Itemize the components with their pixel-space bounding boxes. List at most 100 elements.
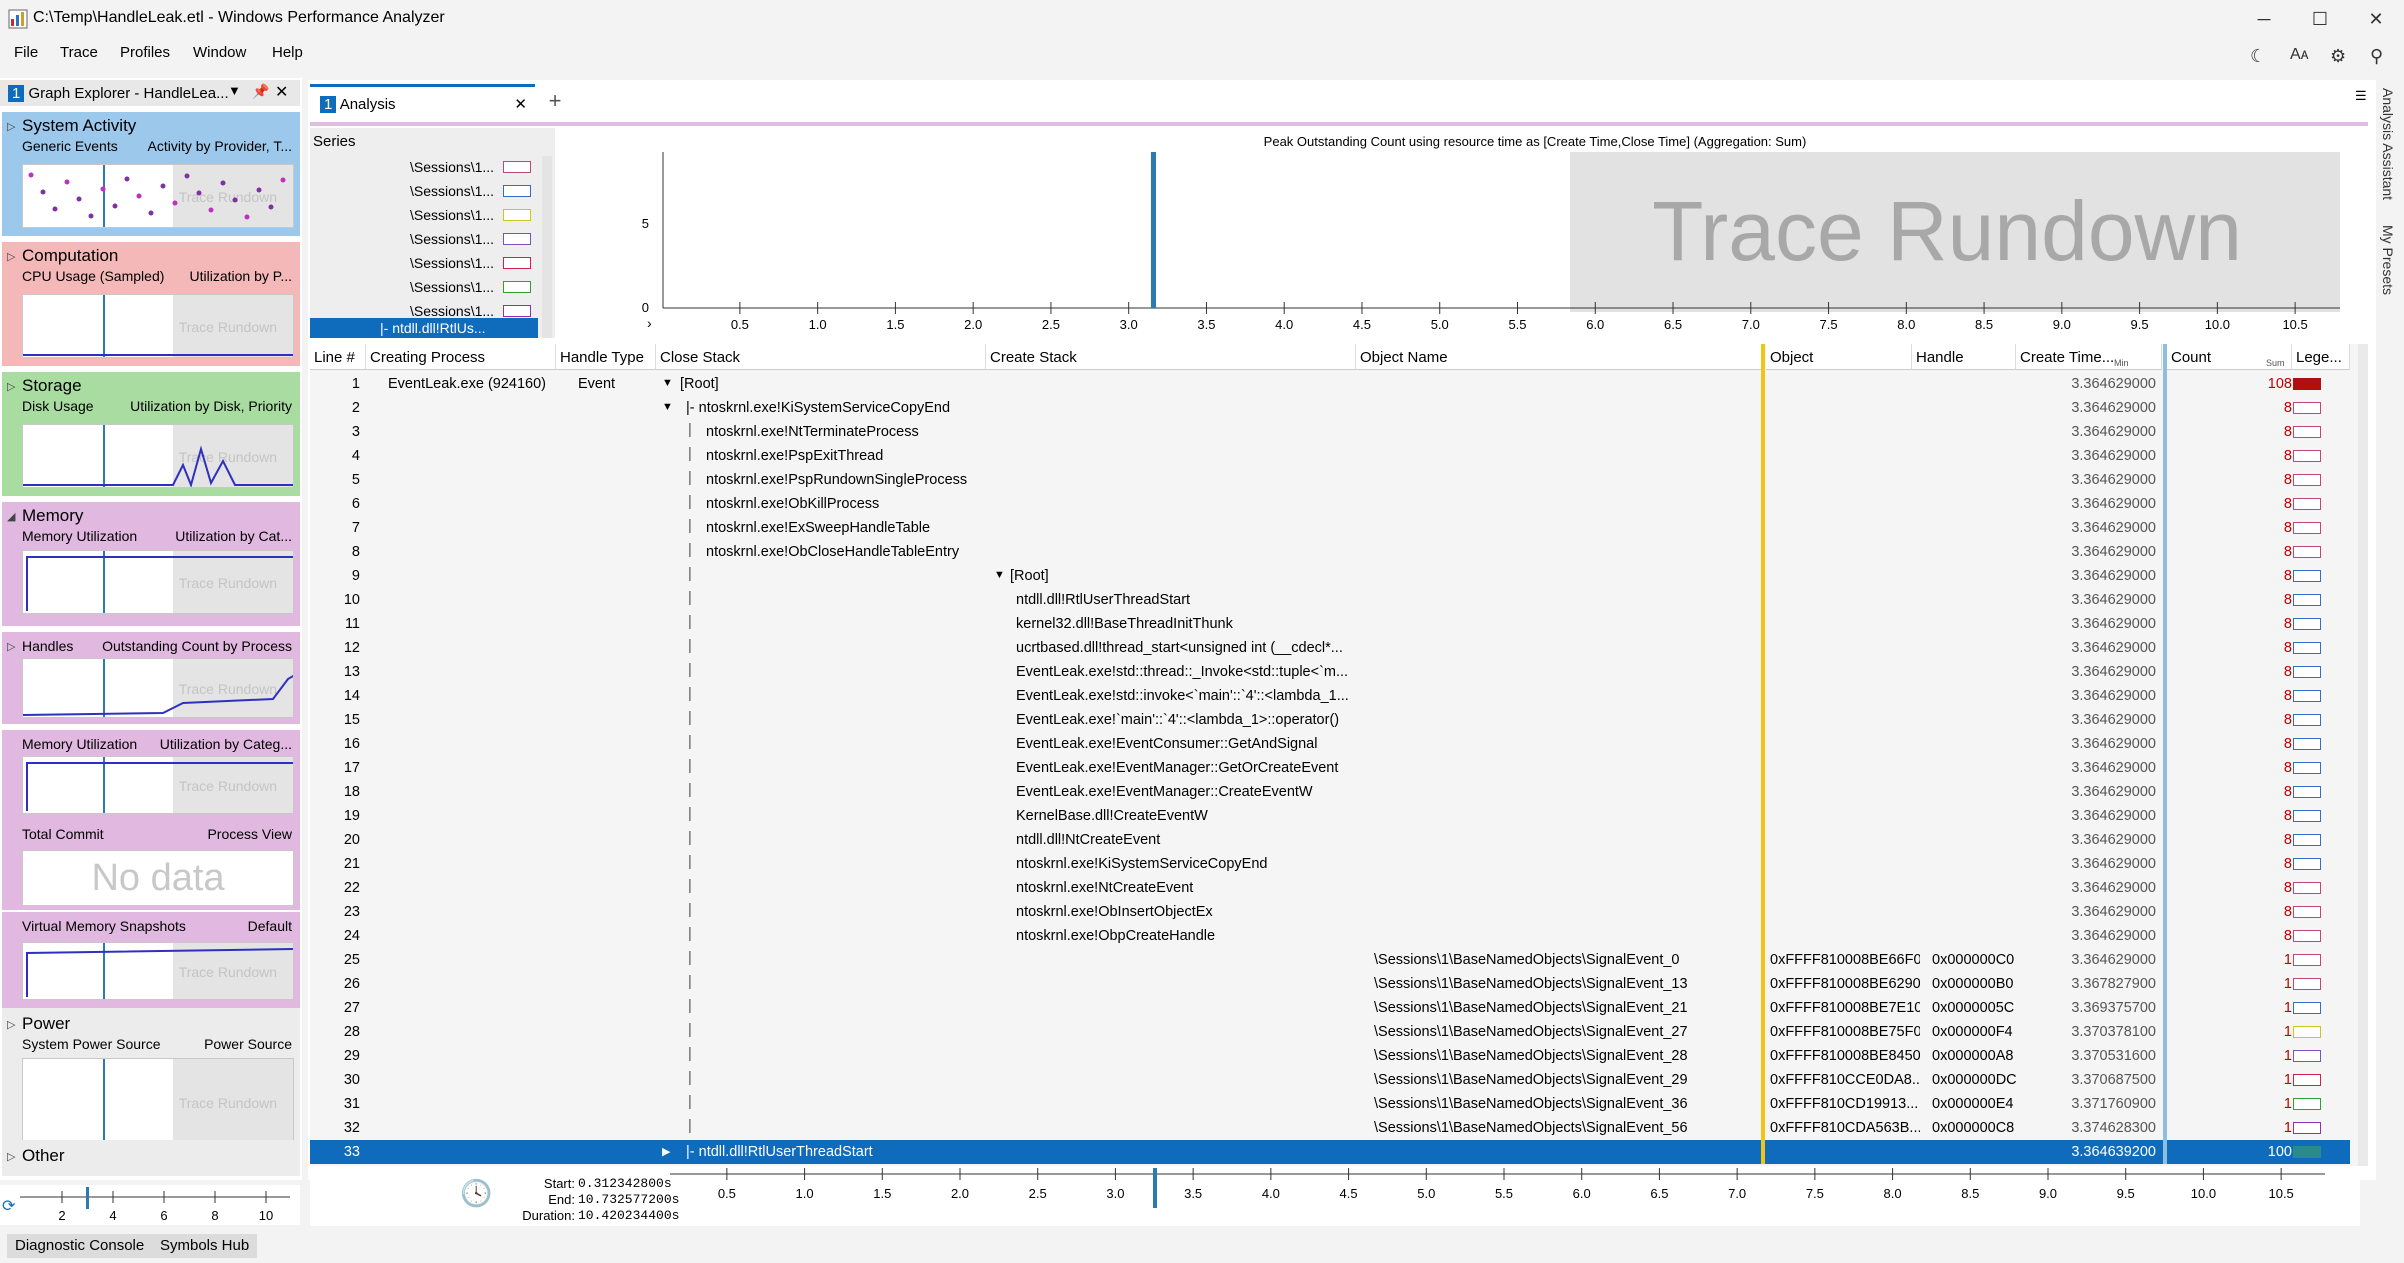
grouping-divider[interactable] [1761,344,1765,1164]
graph-thumbnail[interactable]: Trace Rundown [22,942,294,1000]
collapse-caret-icon[interactable]: ▼ [994,569,1005,581]
time-cursor[interactable] [1151,152,1156,308]
column-header[interactable]: Create Stack [986,344,1356,370]
series-item[interactable]: \Sessions\1... [310,156,540,178]
column-header[interactable]: Handle [1912,344,2016,370]
column-header[interactable]: Object Name [1356,344,1762,370]
maximize-button[interactable]: ☐ [2311,8,2329,29]
expand-triangle-icon[interactable]: ▷ [7,381,16,393]
series-item[interactable]: \Sessions\1... [310,300,540,322]
category-title[interactable]: Other [22,1146,65,1165]
close-button[interactable]: ✕ [2368,8,2384,29]
category-title[interactable]: Storage [22,376,82,395]
column-header[interactable]: Creating Process [366,344,556,370]
column-header[interactable]: Create Time... [2016,344,2162,370]
table-row[interactable]: 30\Sessions\1\BaseNamedObjects\SignalEve… [310,1068,2350,1092]
series-item[interactable]: \Sessions\1... [310,276,540,298]
column-header[interactable]: Count [2167,344,2292,370]
series-item[interactable]: \Sessions\1... [310,228,540,250]
graph-thumbnail[interactable]: No data [22,850,294,906]
analysis-assistant-tab[interactable]: Analysis Assistant [2380,88,2396,201]
font-size-icon[interactable]: Aᴀ [2290,46,2309,63]
menu-help[interactable]: Help [272,44,303,61]
table-row[interactable]: 26\Sessions\1\BaseNamedObjects\SignalEve… [310,972,2350,996]
tab-close-icon[interactable]: ✕ [514,96,527,113]
diagnostic-console-button[interactable]: Diagnostic Console [7,1234,153,1258]
table-row[interactable]: 28\Sessions\1\BaseNamedObjects\SignalEve… [310,1020,2350,1044]
menu-trace[interactable]: Trace [60,44,98,61]
series-scrollbar[interactable] [542,156,552,338]
table-row[interactable]: 29\Sessions\1\BaseNamedObjects\SignalEve… [310,1044,2350,1068]
table-scrollbar[interactable] [2358,344,2368,1166]
my-presets-tab[interactable]: My Presets [2380,225,2396,296]
plugin-icon[interactable]: ⚲ [2370,46,2384,66]
table-row[interactable]: 27\Sessions\1\BaseNamedObjects\SignalEve… [310,996,2350,1020]
graph-thumbnail[interactable]: Trace Rundown [22,294,294,358]
tab-analysis[interactable]: 1 Analysis ✕ [310,84,535,122]
graph-thumbnail[interactable]: Trace Rundown [22,550,294,614]
column-header[interactable]: Object [1766,344,1912,370]
column-header[interactable]: Lege... [2292,344,2350,370]
graph-thumbnail[interactable]: Trace Rundown [22,756,294,814]
graphing-divider[interactable] [2163,344,2167,1164]
overflow-menu-icon[interactable]: ☰ [2355,88,2367,103]
series-item[interactable]: \Sessions\1... [310,252,540,274]
table-row[interactable]: 31\Sessions\1\BaseNamedObjects\SignalEve… [310,1092,2350,1116]
menu-file[interactable]: File [14,44,39,61]
graph-category-9[interactable]: Other ▷ [2,1140,300,1176]
expand-triangle-icon[interactable]: ◢ [7,511,16,523]
graph-thumbnail[interactable]: Trace Rundown [22,1058,294,1146]
menu-window[interactable]: Window [193,44,247,61]
symbols-hub-button[interactable]: Symbols Hub [152,1234,258,1258]
series-item[interactable]: \Sessions\1... [310,180,540,202]
table-row[interactable]: 25\Sessions\1\BaseNamedObjects\SignalEve… [310,948,2350,972]
graph-thumbnail[interactable]: Trace Rundown [22,424,294,488]
expand-triangle-icon[interactable]: ▷ [7,1151,16,1163]
graph-thumbnail[interactable]: Trace Rundown [22,164,294,228]
pin-icon[interactable]: 📌 [252,83,270,99]
dropdown-arrow-icon[interactable]: ▼ [228,83,241,98]
category-title[interactable]: Power [22,1014,71,1033]
menu-profiles[interactable]: Profiles [120,44,171,61]
graph-thumbnail[interactable]: Trace Rundown [22,658,294,718]
close-panel-icon[interactable]: ✕ [275,84,289,101]
column-header[interactable]: Close Stack [656,344,986,370]
expand-triangle-icon[interactable]: ▷ [7,1019,16,1031]
settings-icon[interactable]: ⚙ [2330,46,2347,66]
dark-mode-icon[interactable]: ☾ [2250,46,2267,66]
series-item[interactable]: \Sessions\1... [310,204,540,226]
collapse-caret-icon[interactable]: ▼ [662,377,673,389]
category-title[interactable]: Computation [22,246,119,265]
